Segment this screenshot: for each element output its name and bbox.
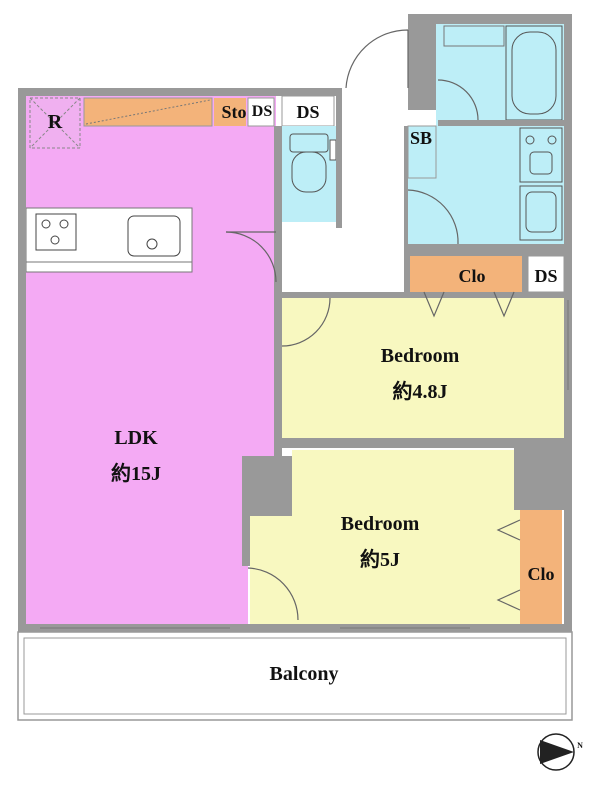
ldk-name: LDK (114, 427, 158, 449)
clo-top-box (410, 256, 522, 292)
bedroom2-floor (250, 450, 520, 624)
sto-closet (214, 98, 246, 126)
sto-label: Sto (221, 102, 246, 122)
clo-top-label: Clo (459, 266, 486, 286)
compass-icon: N (537, 733, 583, 771)
ds-top1-label: DS (252, 103, 273, 120)
bedroom1-name: Bedroom (381, 345, 460, 367)
bedroom2-size: 約5J (360, 547, 400, 571)
ldk-size: 約15J (111, 461, 161, 485)
entrance-door (345, 29, 409, 89)
compass-letter: N (577, 741, 583, 750)
ds-top1-box (247, 97, 275, 127)
ds-right-label: DS (534, 266, 557, 286)
storage-shelf (83, 97, 213, 127)
kitchen-counter (25, 207, 193, 263)
walls (18, 14, 572, 632)
balcony-label: Balcony (270, 663, 339, 685)
sb-label: SB (410, 128, 432, 148)
ldk-floor (26, 96, 276, 624)
ds-top2-label: DS (296, 102, 319, 122)
bedroom2-name: Bedroom (341, 513, 420, 535)
bedroom1-floor (282, 298, 564, 438)
sink-icon (127, 215, 181, 257)
stove-icon (35, 213, 77, 251)
clo-right-box (520, 510, 562, 626)
refrigerator-label: R (48, 111, 63, 133)
clo-right-label: Clo (528, 564, 555, 584)
balcony-area (17, 631, 573, 721)
bedroom1-size: 約4.8J (393, 379, 448, 403)
